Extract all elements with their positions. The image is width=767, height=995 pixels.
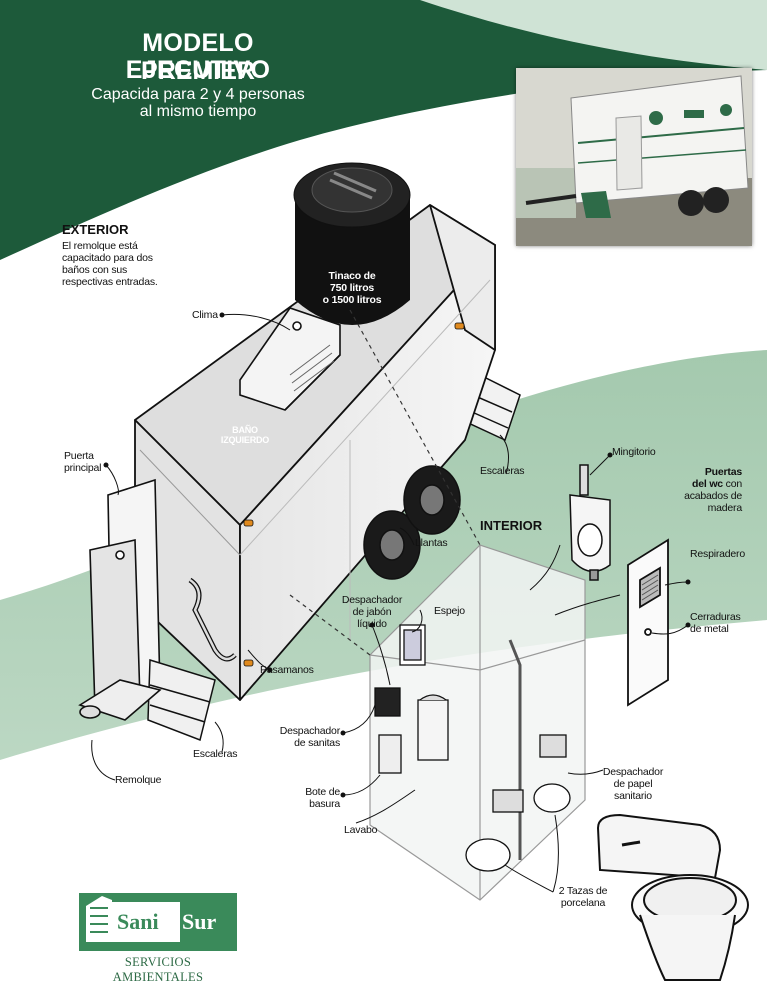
exterior-desc-line: respectivas entradas. [62,276,158,288]
remolque-label: Remolque [115,774,162,786]
water-tank [293,162,411,325]
exterior-heading: EXTERIOR [62,222,129,237]
bano-label-line: BAÑO [232,425,258,435]
trailer-photo [516,68,752,246]
tazas-label-line: 2 Tazas de [558,885,608,897]
tinaco-label-line: 750 litros [329,282,375,294]
trailer-photo-image [516,68,752,246]
cerraduras-label-line: de metal [690,623,729,635]
bano-label-line: IZQUIERDO [220,435,270,445]
tinaco-label-line: Tinaco de [328,270,376,282]
despachador-jabon-label-line: líquido [357,618,387,630]
llantas-label: Llantas [415,537,448,549]
tinaco-label-line: o 1500 litros [322,294,382,306]
interior-heading: INTERIOR [480,518,543,533]
espejo-label: Espejo [434,605,465,617]
wheels [363,465,461,580]
puertas-wc-label-line: Puertas [660,466,742,478]
pasamanos-label: Pasamanos [260,664,314,676]
header-green-band [0,0,767,260]
marker-lights [243,322,465,667]
subtitle-line-1: Capacida para 2 y 4 personas [91,86,305,103]
puertas-wc-bold: del wc [692,478,723,490]
interior-fixtures [374,624,571,872]
logo-name-part2: Sur [182,909,217,934]
lavabo-label: Lavabo [344,824,378,836]
leader-lines [91,313,689,893]
dashed-lines [289,309,481,656]
escaleras-left-label: Escaleras [193,748,238,760]
ac-unit [239,307,341,411]
title-line-2: PREMIER [141,57,255,85]
cerraduras-label-line: Cerraduras [690,611,741,623]
title-line-1: MODELO EJECUTIVO [125,29,271,84]
puerta-principal-label-line: principal [64,462,102,474]
despachador-sanitas-label-line: Despachador [279,725,340,737]
puertas-wc-rest: con [722,478,743,490]
logo-tagline: SERVICIOS AMBIENTALES [112,955,204,984]
clima-label: Clima [192,309,218,321]
logo-name-part1: Sani [117,909,159,934]
despachador-jabon-label-line: de jabón [352,606,392,618]
despachador-papel-label-line: de papel [613,778,653,790]
exterior-desc-line: capacitado para dos [62,252,153,264]
tazas-label-line: porcelana [560,897,606,909]
exterior-desc-line: baños con sus [62,264,128,276]
header-green-light [420,0,767,70]
front-door [89,478,237,711]
sanisur-logo-graphic [79,893,237,951]
bote-basura-label-line: Bote de [305,786,340,798]
despachador-sanitas-label-line: de sanitas [294,737,340,749]
puerta-principal-label-line: Puerta [64,450,94,462]
puertas-wc-bold: Puertas [704,466,742,478]
leader-dots [103,312,691,798]
puertas-wc-label-line: acabados de [684,490,742,502]
despachador-papel-label-line: sanitario [614,790,652,802]
subtitle-line-2: al mismo tiempo [139,103,257,120]
puertas-wc-label-line: madera [707,502,743,514]
escaleras-right-label: Escaleras [480,465,525,477]
hitch [78,679,162,721]
mingitorio-label: Mingitorio [612,446,656,458]
exterior-desc-line: El remolque está [62,240,138,252]
despachador-jabon-label-line: Despachador [341,594,403,606]
respiradero-label: Respiradero [690,548,745,560]
puertas-wc-label-line: del wc con [640,478,742,490]
toilet [596,813,749,981]
bote-basura-label-line: basura [309,798,340,810]
despachador-papel-label-line: Despachador [602,766,664,778]
urinal [569,464,611,581]
wc-door [627,538,669,707]
